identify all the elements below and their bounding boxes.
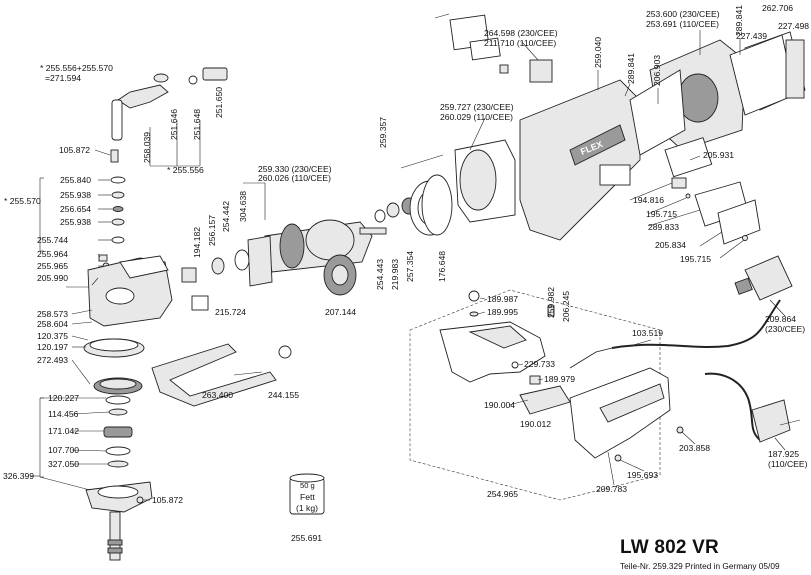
part-label: (230/CEE) — [765, 324, 805, 334]
kit-notes: * 255.556+255.570 =271.594 * 255.570 * 2… — [4, 63, 318, 513]
part-label: (110/CEE) — [768, 459, 808, 469]
part-label: 260.029 (110/CEE) — [440, 112, 513, 122]
document-title: LW 802 VR — [620, 537, 719, 558]
grease-label-bot: (1 kg) — [296, 503, 318, 513]
handle-assembly — [409, 255, 801, 501]
document-footer: Teile-Nr. 259.329 Printed in Germany 05/… — [620, 561, 780, 571]
part-label: 253.691 (110/CEE) — [646, 19, 719, 29]
part-label: 227.439 — [736, 31, 767, 41]
part-label: 304.638 — [238, 191, 248, 222]
part-label: 206.245 — [561, 291, 571, 322]
part-label: 205.931 — [703, 150, 734, 160]
part-label: 258.573 — [37, 309, 68, 319]
part-label: 289.833 — [648, 222, 679, 232]
part-label: 259.982 — [546, 287, 556, 318]
part-label: 195.715 — [680, 254, 711, 264]
part-label: 255.965 — [37, 261, 68, 271]
part-label: 189.995 — [487, 307, 518, 317]
part-label: 194.182 — [192, 227, 202, 258]
part-label: 195.715 — [646, 209, 677, 219]
grease-label-mid: Fett — [300, 492, 315, 502]
part-label: 259.330 (230/CEE) — [258, 164, 332, 174]
motor-housing-assembly: FLEX — [421, 13, 806, 245]
part-label: 206.903 — [652, 55, 662, 86]
part-label: 229.733 — [524, 359, 555, 369]
part-label: 255.840 — [60, 175, 91, 185]
part-label: 105.872 — [152, 495, 183, 505]
part-label: 263.400 — [202, 390, 233, 400]
part-label: 189.979 — [544, 374, 575, 384]
part-label: 194.816 — [633, 195, 664, 205]
part-label: 327.050 — [48, 459, 79, 469]
part-label: 190.012 — [520, 419, 551, 429]
part-label: 255.964 — [37, 249, 68, 259]
part-label: 187.925 — [768, 449, 799, 459]
part-label: 251.648 — [192, 109, 202, 140]
kit-note-a1: * 255.556+255.570 — [40, 63, 113, 73]
leader-lines — [469, 30, 786, 486]
part-label: 259.727 (230/CEE) — [440, 102, 514, 112]
part-label: 264.598 (230/CEE) — [484, 28, 558, 38]
part-label: 176.648 — [437, 251, 447, 282]
part-label: 260.026 (110/CEE) — [258, 173, 331, 183]
part-number-labels: 105.872 255.840 255.938 256.654 255.938 … — [3, 3, 809, 543]
gear-head-assembly — [30, 149, 173, 561]
part-label: 203.858 — [679, 443, 710, 453]
part-label: 255.938 — [60, 190, 91, 200]
part-label: 254.443 — [375, 259, 385, 290]
part-label: 255.691 — [291, 533, 322, 543]
part-label: 190.004 — [484, 400, 515, 410]
kit-note-a2: =271.594 — [45, 73, 81, 83]
part-label: 227.498 — [778, 21, 809, 31]
part-label: 251.650 — [214, 87, 224, 118]
part-label: 259.357 — [378, 117, 388, 148]
part-label: 256.654 — [60, 204, 91, 214]
part-label: 326.399 — [3, 471, 34, 481]
part-label: 171.042 — [48, 426, 79, 436]
part-label: 209.783 — [596, 484, 627, 494]
spindle-lock-assembly — [111, 67, 228, 167]
part-label: 215.724 — [215, 307, 246, 317]
part-label: 207.144 — [325, 307, 356, 317]
part-label: 254.442 — [221, 201, 231, 232]
kit-note-b: * 255.570 — [4, 196, 41, 206]
part-label: 272.493 — [37, 355, 68, 365]
part-label: 259.040 — [593, 37, 603, 68]
part-label: 205.990 — [37, 273, 68, 283]
kit-note-c: * 255.556 — [167, 165, 204, 175]
side-handle — [151, 343, 292, 407]
grease-tub — [289, 473, 325, 515]
part-label: 107.700 — [48, 445, 79, 455]
part-label: 211.710 (110/CEE) — [484, 38, 556, 48]
part-label: 205.834 — [655, 240, 686, 250]
part-label: 255.744 — [37, 235, 68, 245]
part-label: 258.604 — [37, 319, 68, 329]
part-label: 258.039 — [142, 132, 152, 163]
part-label: 189.987 — [487, 294, 518, 304]
grease-label-top: 50 g — [300, 481, 315, 490]
part-label: 219.983 — [390, 259, 400, 290]
part-label: 195.693 — [627, 470, 658, 480]
part-label: 105.872 — [59, 145, 90, 155]
part-label: 114.456 — [48, 409, 79, 419]
part-label: 209.864 — [765, 314, 796, 324]
part-label: 120.227 — [48, 393, 79, 403]
part-label: 257.354 — [405, 251, 415, 282]
part-label: 255.938 — [60, 217, 91, 227]
part-label: 253.600 (230/CEE) — [646, 9, 720, 19]
part-label: 244.155 — [268, 390, 299, 400]
part-label: 254.965 — [487, 489, 518, 499]
part-label: 256.157 — [207, 215, 217, 246]
part-label: 120.197 — [37, 342, 68, 352]
part-label: 289.841 — [626, 53, 636, 84]
part-label: 251.646 — [169, 109, 179, 140]
part-label: 120.375 — [37, 331, 68, 341]
part-label: 289.841 — [734, 5, 744, 36]
part-label: 103.519 — [632, 328, 663, 338]
part-label: 262.706 — [762, 3, 793, 13]
